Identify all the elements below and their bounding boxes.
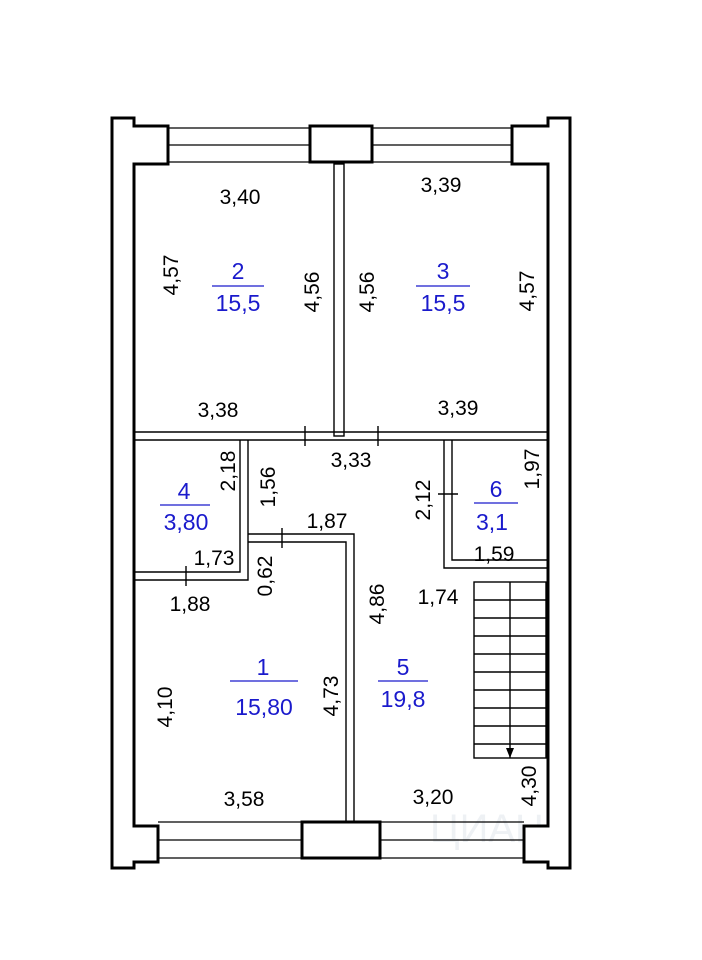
staircase [473,581,547,759]
dim-r1-bottom: 3,58 [224,788,265,811]
dim-r4-bottom: 1,73 [194,547,235,570]
dim-r3-left: 4,56 [356,272,379,313]
dim-r5-left: 4,86 [366,584,389,625]
windows [158,127,524,859]
dim-r6-left: 2,12 [412,480,435,521]
room-4-area: 3,80 [164,509,209,535]
room-3-area: 15,5 [421,290,466,316]
dim-r1-right: 4,73 [320,676,343,717]
room-4-number: 4 [178,478,191,504]
room-1-number: 1 [257,654,270,680]
dim-r1-top: 1,88 [170,593,211,616]
dim-hall-top: 3,33 [331,449,372,472]
room-5-area: 19,8 [381,686,426,712]
room-5-number: 5 [397,654,410,680]
dim-r1-top-right: 0,62 [254,556,277,597]
room-2-area: 15,5 [216,290,261,316]
dim-r3-top: 3,39 [421,174,462,197]
dim-r2-bottom: 3,38 [198,399,239,422]
room-1-area: 15,80 [235,694,293,720]
room-labels: 2 15,5 3 15,5 4 3,80 6 3,1 1 15,80 5 19,… [160,258,518,720]
dim-r3-right: 4,57 [516,271,539,312]
dim-r2-right: 4,56 [301,272,324,313]
dim-hall-mid: 1,87 [307,510,348,533]
dim-r5-stair: 1,74 [418,586,459,609]
dim-r3-bottom: 3,39 [438,397,479,420]
room-3-number: 3 [437,258,450,284]
room-6-number: 6 [490,476,503,502]
dim-r2-top: 3,40 [220,186,261,209]
stair-arrow-icon [506,748,514,758]
dim-r5-bottom: 3,20 [413,786,454,809]
dim-r6-right: 1,97 [521,449,544,490]
dimension-labels: 3,40 3,39 4,57 4,56 4,56 4,57 3,38 3,39 … [154,174,544,811]
exterior-walls [110,116,572,870]
dim-r5-right: 4,30 [518,766,541,807]
interior-walls [134,163,548,822]
dim-r4-right: 2,18 [217,451,240,492]
room-6-area: 3,1 [476,509,508,535]
dim-hall-left: 1,56 [257,467,280,508]
dim-r2-left: 4,57 [160,255,183,296]
room-2-number: 2 [232,258,245,284]
dim-r1-left: 4,10 [154,687,177,728]
dim-r6-bottom: 1,59 [474,543,515,566]
